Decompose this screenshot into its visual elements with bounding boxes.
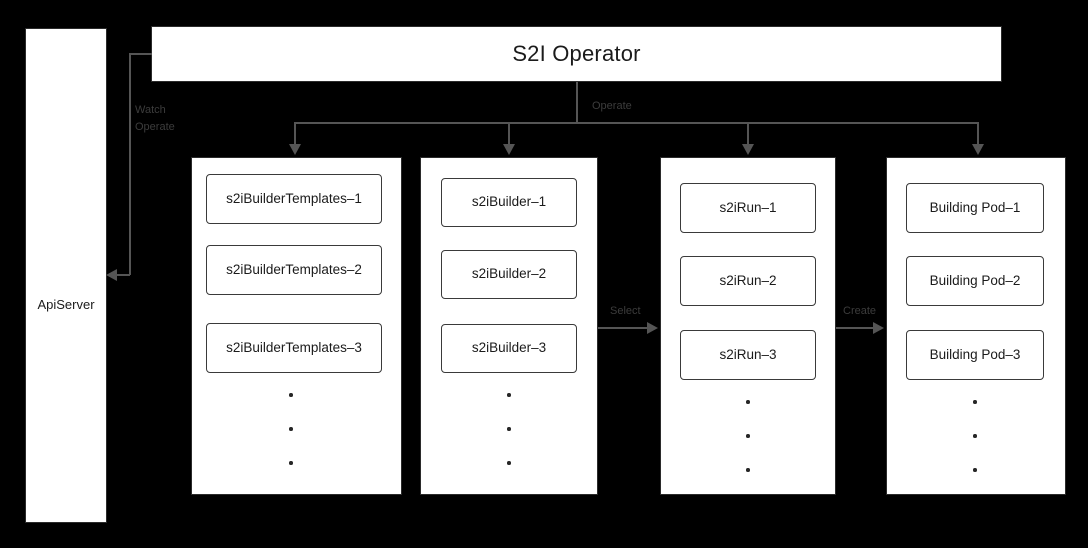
s2irun-item-1[interactable]: s2iRun–1 [680, 183, 816, 233]
operate-label: Operate [592, 100, 632, 112]
watch-operate-arrowhead [106, 269, 117, 281]
operate-arrowhead-1 [289, 144, 301, 155]
operate-branch-line-2 [508, 122, 510, 146]
select-arrowhead [647, 322, 658, 334]
ellipsis-dot [973, 400, 977, 404]
operate-arrowhead-2 [503, 144, 515, 155]
building-pod-item-2[interactable]: Building Pod–2 [906, 256, 1044, 306]
building-pod-ellipsis [972, 400, 978, 472]
ellipsis-dot [289, 393, 293, 397]
operate-trunk-line [576, 82, 578, 123]
select-label: Select [610, 305, 641, 317]
create-label: Create [843, 305, 877, 317]
operate-branch-line-4 [977, 122, 979, 146]
s2ibuilder-item-1[interactable]: s2iBuilder–1 [441, 178, 577, 227]
watch-operate-bottom-segment [115, 274, 130, 276]
ellipsis-dot [507, 393, 511, 397]
operate-arrowhead-4 [972, 144, 984, 155]
operate-bus-line [295, 122, 978, 124]
s2ibuilder-ellipsis [506, 393, 512, 465]
operate-arrowhead-3 [742, 144, 754, 155]
watch-operate-top-segment [129, 53, 152, 55]
s2ibuilder-item-2[interactable]: s2iBuilder–2 [441, 250, 577, 299]
s2irun-item-3[interactable]: s2iRun–3 [680, 330, 816, 380]
apiserver-label: ApiServer [37, 297, 95, 312]
s2irun-item-2[interactable]: s2iRun–2 [680, 256, 816, 306]
ellipsis-dot [289, 461, 293, 465]
ellipsis-dot [289, 427, 293, 431]
ellipsis-dot [746, 434, 750, 438]
watch-operate-vertical-segment [129, 53, 131, 275]
ellipsis-dot [507, 427, 511, 431]
s2irun-ellipsis [745, 400, 751, 472]
s2i-operator-box[interactable]: S2I Operator [151, 26, 1002, 82]
building-pod-item-1[interactable]: Building Pod–1 [906, 183, 1044, 233]
ellipsis-dot [746, 468, 750, 472]
create-arrowhead [873, 322, 884, 334]
operate-branch-line-1 [294, 122, 296, 146]
ellipsis-dot [507, 461, 511, 465]
s2ibuildertemplates-item-1[interactable]: s2iBuilderTemplates–1 [206, 174, 382, 224]
ellipsis-dot [746, 400, 750, 404]
watch-operate-label: Watch Operate [135, 104, 175, 134]
ellipsis-dot [973, 468, 977, 472]
s2ibuildertemplates-item-2[interactable]: s2iBuilderTemplates–2 [206, 245, 382, 295]
building-pod-item-3[interactable]: Building Pod–3 [906, 330, 1044, 380]
s2i-operator-label: S2I Operator [512, 41, 641, 66]
s2ibuilder-item-3[interactable]: s2iBuilder–3 [441, 324, 577, 373]
select-line [598, 327, 649, 329]
operate-branch-line-3 [747, 122, 749, 146]
s2ibuildertemplates-ellipsis [288, 393, 294, 465]
apiserver-box[interactable]: ApiServer [25, 28, 107, 523]
ellipsis-dot [973, 434, 977, 438]
create-line [836, 327, 875, 329]
s2ibuildertemplates-item-3[interactable]: s2iBuilderTemplates–3 [206, 323, 382, 373]
